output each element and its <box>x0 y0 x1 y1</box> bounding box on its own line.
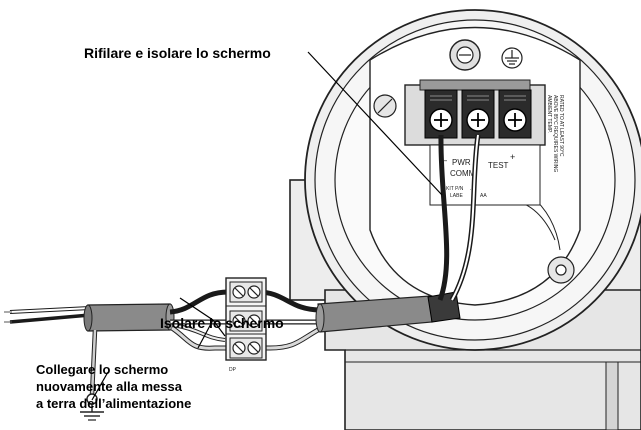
terminal-screw-3 <box>498 89 532 139</box>
transmitter-housing <box>289 9 641 430</box>
kit-label: KIT P/N <box>446 186 464 192</box>
pwr-label: PWR / <box>452 158 476 167</box>
minus-sign: – <box>442 155 447 165</box>
side-screw-bottom <box>547 256 575 284</box>
warning-line-3: RATED TO AT LEAST 90°C <box>558 95 564 157</box>
earth-ground-icon <box>80 404 104 421</box>
label-rev: AA <box>480 193 487 199</box>
leader-lines <box>91 51 443 401</box>
junction-screw <box>232 285 261 355</box>
plus-sign: + <box>510 152 515 162</box>
warning-line-1: AMBIENT TEMP. <box>546 95 552 133</box>
terminal-block: PWR / COMM TEST – + KIT P/N ... LABE AA … <box>404 79 564 206</box>
junction-terminal-strip: DP <box>225 277 267 373</box>
callout-reconnect-line-2: nuovamente alla messa <box>36 379 183 394</box>
side-screw-left <box>373 94 397 118</box>
callout-reconnect-line-3: a terra dell’alimentazione <box>36 396 191 411</box>
ground-symbol-top-icon <box>501 47 523 69</box>
field-wiring <box>4 134 481 421</box>
callout-insulate-shield: Isolare lo schermo <box>160 315 284 331</box>
comm-label: COMM <box>450 169 476 178</box>
callout-reconnect-line-1: Collegare lo schermo <box>36 362 168 377</box>
terminal-screw-2 <box>461 89 495 139</box>
terminal-screw-1 <box>424 89 458 139</box>
callout-trim-shield: Rifilare e isolare lo schermo <box>84 45 271 61</box>
test-label: TEST <box>488 161 509 170</box>
label-text: LABE <box>450 193 463 199</box>
ground-screw-top <box>449 39 481 71</box>
temperature-warning: AMBIENT TEMP. ABOVE 85°C REQUIRES WIRING… <box>546 95 564 172</box>
warning-line-2: ABOVE 85°C REQUIRES WIRING <box>552 95 558 172</box>
junction-mark: DP <box>229 367 237 373</box>
